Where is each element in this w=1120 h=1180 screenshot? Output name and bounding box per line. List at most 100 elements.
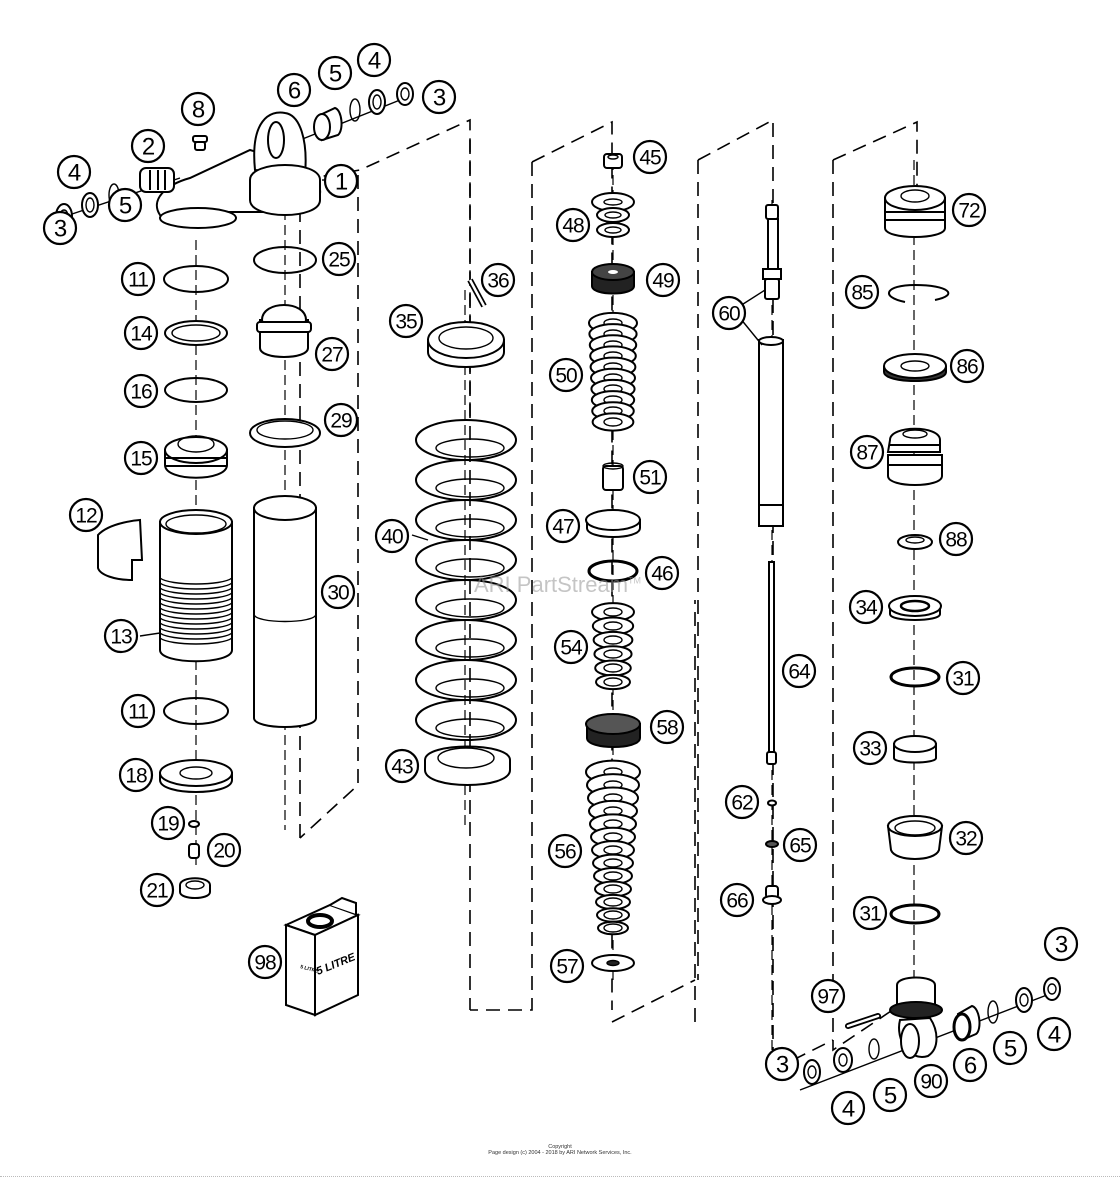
callout-90[interactable]: 90 — [913, 1063, 949, 1099]
callout-32[interactable]: 32 — [948, 820, 984, 856]
callout-11[interactable]: 11 — [120, 261, 156, 297]
shim-hole — [603, 884, 623, 894]
part-oring-11-bottom — [163, 697, 229, 725]
callout-11[interactable]: 11 — [120, 693, 156, 729]
callout-72[interactable]: 72 — [951, 192, 987, 228]
callout-19[interactable]: 19 — [150, 805, 186, 841]
callout-circle — [180, 91, 216, 127]
callout-64[interactable]: 64 — [781, 653, 817, 689]
callout-49[interactable]: 49 — [645, 262, 681, 298]
callout-21[interactable]: 21 — [139, 872, 175, 908]
callout-12[interactable]: 12 — [68, 497, 104, 533]
footer-page-design: Page design (c) 2004 - 2018 by ARI Netwo… — [488, 1150, 632, 1156]
spring-coil-inner — [435, 638, 505, 658]
callout-5[interactable]: 5 — [872, 1077, 908, 1113]
part-shims-56 — [585, 759, 641, 936]
callout-5[interactable]: 5 — [992, 1030, 1028, 1066]
callout-29[interactable]: 29 — [323, 402, 359, 438]
spring-coil — [415, 659, 517, 701]
callout-circle — [276, 72, 312, 108]
callout-43[interactable]: 43 — [384, 748, 420, 784]
part-33 — [893, 735, 937, 764]
callout-57[interactable]: 57 — [549, 948, 585, 984]
callout-5[interactable]: 5 — [317, 55, 353, 91]
callout-88[interactable]: 88 — [938, 521, 974, 557]
callout-3[interactable]: 3 — [764, 1046, 800, 1082]
callout-1[interactable]: 1 — [323, 163, 359, 199]
callout-8[interactable]: 8 — [180, 91, 216, 127]
callout-4[interactable]: 4 — [1036, 1016, 1072, 1052]
callout-3[interactable]: 3 — [421, 79, 457, 115]
part-shims-50 — [588, 311, 638, 432]
callout-circle — [852, 895, 888, 931]
callout-2[interactable]: 2 — [130, 128, 166, 164]
callout-number: 85 — [851, 282, 873, 305]
callout-46[interactable]: 46 — [644, 555, 680, 591]
spring-coil-inner — [435, 678, 505, 698]
callout-85[interactable]: 85 — [844, 274, 880, 310]
callout-48[interactable]: 48 — [555, 207, 591, 243]
callout-number: 6 — [964, 1053, 977, 1080]
callout-62[interactable]: 62 — [724, 784, 760, 820]
shim — [591, 412, 635, 432]
callout-31[interactable]: 31 — [852, 895, 888, 931]
callout-number: 1 — [335, 169, 348, 196]
callout-number: 57 — [556, 956, 578, 979]
callout-36[interactable]: 36 — [480, 262, 516, 298]
callout-number: 34 — [855, 597, 878, 620]
callout-45[interactable]: 45 — [632, 139, 668, 175]
callout-31[interactable]: 31 — [945, 660, 981, 696]
callout-circle — [314, 336, 350, 372]
callout-16[interactable]: 16 — [123, 373, 159, 409]
callout-4[interactable]: 4 — [830, 1090, 866, 1126]
callout-51[interactable]: 51 — [632, 459, 668, 495]
callout-3[interactable]: 3 — [1043, 926, 1079, 962]
callout-98[interactable]: 98 — [247, 944, 283, 980]
callout-33[interactable]: 33 — [852, 730, 888, 766]
callout-58[interactable]: 58 — [649, 709, 685, 745]
callout-6[interactable]: 6 — [276, 72, 312, 108]
part-washers-48 — [591, 192, 635, 238]
callout-34[interactable]: 34 — [848, 589, 884, 625]
callout-66[interactable]: 66 — [719, 882, 755, 918]
callout-4[interactable]: 4 — [356, 42, 392, 78]
part-knob-32 — [886, 815, 944, 860]
callout-4[interactable]: 4 — [56, 154, 92, 190]
callout-number: 4 — [842, 1096, 855, 1123]
callout-15[interactable]: 15 — [123, 440, 159, 476]
part-lower-seat-43 — [424, 745, 511, 786]
callout-14[interactable]: 14 — [123, 315, 159, 351]
callout-35[interactable]: 35 — [388, 303, 424, 339]
callout-number: 32 — [955, 828, 977, 851]
callout-circle — [849, 434, 885, 470]
spring-coil-inner — [435, 518, 505, 538]
callout-50[interactable]: 50 — [548, 357, 584, 393]
callout-27[interactable]: 27 — [314, 336, 350, 372]
callout-3[interactable]: 3 — [42, 210, 78, 246]
callout-40[interactable]: 40 — [374, 518, 410, 554]
oil-can-side-label: 5 LITRE — [299, 964, 319, 975]
callout-54[interactable]: 54 — [553, 629, 589, 665]
callout-56[interactable]: 56 — [547, 833, 583, 869]
spring-coil-inner — [435, 438, 505, 458]
callout-6[interactable]: 6 — [952, 1047, 988, 1083]
callout-87[interactable]: 87 — [849, 434, 885, 470]
callout-97[interactable]: 97 — [810, 978, 846, 1014]
callout-13[interactable]: 13 — [103, 618, 139, 654]
callout-65[interactable]: 65 — [782, 827, 818, 863]
callout-30[interactable]: 30 — [320, 574, 356, 610]
callout-47[interactable]: 47 — [545, 508, 581, 544]
part-adjuster-2 — [139, 167, 175, 193]
part-cap-72 — [884, 185, 946, 238]
callout-number: 5 — [119, 193, 132, 220]
callout-18[interactable]: 18 — [118, 757, 154, 793]
callout-25[interactable]: 25 — [321, 241, 357, 277]
part-clip-85 — [888, 283, 950, 303]
callout-20[interactable]: 20 — [206, 832, 242, 868]
callout-circle — [103, 618, 139, 654]
callout-circle — [945, 660, 981, 696]
callout-60[interactable]: 60 — [711, 295, 747, 331]
callout-86[interactable]: 86 — [949, 348, 985, 384]
callout-5[interactable]: 5 — [107, 187, 143, 223]
